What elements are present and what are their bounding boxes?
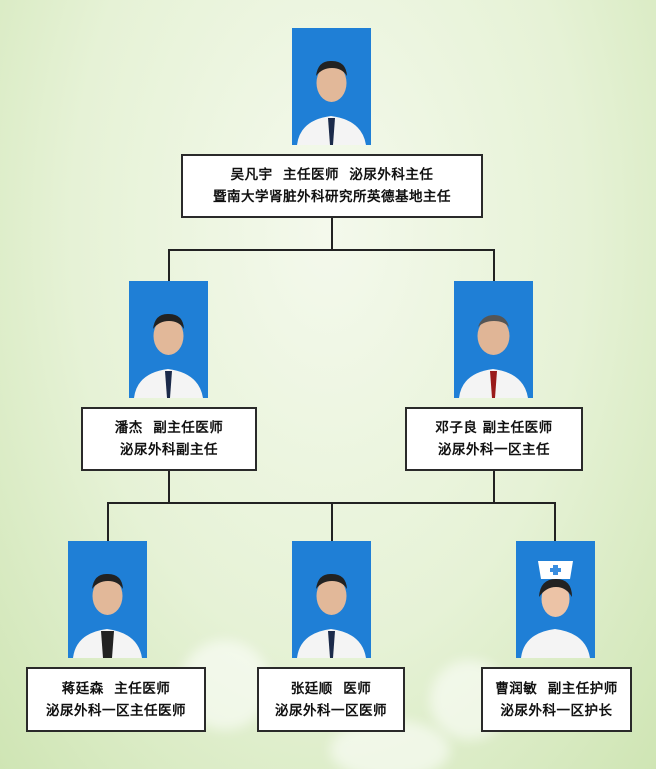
connector: [554, 502, 556, 541]
portrait-photo: [516, 541, 595, 658]
connector: [107, 502, 109, 541]
connector: [493, 249, 495, 281]
member-box: 潘杰 副主任医师 泌尿外科副主任: [81, 407, 257, 471]
portrait-photo: [454, 281, 533, 398]
member-box: 蒋廷森 主任医师 泌尿外科一区主任医师: [26, 667, 206, 732]
root-title-box: 吴凡宇 主任医师 泌尿外科主任 暨南大学肾脏外科研究所英德基地主任: [181, 154, 483, 218]
connector: [493, 471, 495, 504]
name-title: 邓子良 副主任医师: [435, 420, 553, 436]
name-title: 张廷顺 医师: [290, 680, 372, 697]
connector: [168, 249, 495, 251]
name-title: 潘杰 副主任医师: [114, 420, 224, 436]
position: 泌尿外科一区护长: [500, 702, 613, 719]
portrait-photo: [129, 281, 208, 398]
position: 泌尿外科一区主任医师: [46, 702, 186, 719]
connector: [331, 218, 333, 251]
portrait-photo: [292, 541, 371, 658]
member-box: 邓子良 副主任医师 泌尿外科一区主任: [405, 407, 583, 471]
position: 泌尿外科一区医师: [275, 702, 387, 719]
portrait-photo: [292, 28, 371, 145]
position: 泌尿外科一区主任: [438, 442, 550, 458]
position: 泌尿外科副主任: [120, 442, 218, 458]
member-box: 张廷顺 医师 泌尿外科一区医师: [257, 667, 405, 732]
name-title: 蒋廷森 主任医师: [61, 680, 171, 697]
portrait-photo: [68, 541, 147, 658]
connector: [168, 249, 170, 281]
name-title: 曹润敏 副主任护师: [495, 680, 618, 697]
connector: [168, 471, 170, 504]
name-title: 吴凡宇 主任医师 泌尿外科主任: [230, 167, 434, 183]
connector: [331, 502, 333, 541]
position: 暨南大学肾脏外科研究所英德基地主任: [213, 189, 451, 205]
member-box: 曹润敏 副主任护师 泌尿外科一区护长: [481, 667, 632, 732]
